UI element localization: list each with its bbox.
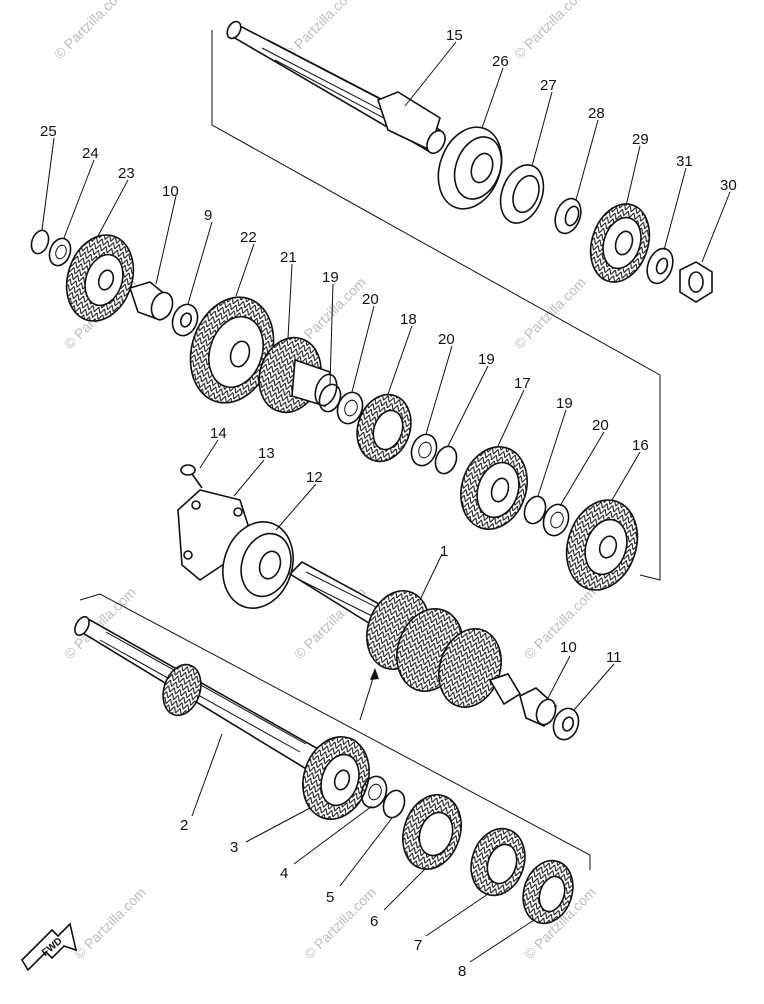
- assembly-bracket-lines: [79, 30, 661, 870]
- gear: [522, 859, 574, 925]
- circlip: [382, 789, 406, 819]
- circlip: [30, 229, 50, 255]
- callout-19: 19: [322, 269, 339, 286]
- main-axle-shaft: [288, 561, 522, 708]
- bushing: [128, 281, 174, 321]
- washer: [171, 303, 199, 337]
- screw: [180, 464, 203, 489]
- callout-14: 14: [210, 425, 227, 442]
- callout-5: 5: [326, 889, 334, 906]
- callout-20: 20: [362, 291, 379, 308]
- nut: [679, 261, 713, 303]
- callout-17: 17: [514, 375, 531, 392]
- gear: [402, 794, 462, 870]
- callout-29: 29: [632, 131, 649, 148]
- callout-8: 8: [458, 963, 466, 980]
- gear: [65, 234, 135, 322]
- callout-18: 18: [400, 311, 417, 328]
- bushing: [519, 687, 558, 728]
- callout-22: 22: [240, 229, 257, 246]
- circlip: [434, 445, 458, 475]
- washer: [410, 433, 438, 467]
- callout-31: 31: [676, 153, 693, 170]
- callout-9: 9: [204, 207, 212, 224]
- watermark: © Partzilla.com: [301, 884, 379, 962]
- drive-axle-shaft: [74, 615, 322, 772]
- washer: [336, 391, 364, 425]
- gear: [460, 446, 528, 530]
- leader-lines: [41, 41, 731, 963]
- circlip: [523, 495, 547, 525]
- gear: [470, 827, 526, 897]
- callout-2: 2: [180, 817, 188, 834]
- collar: [554, 197, 582, 235]
- callout-labels: 1 2 3 4 5 6 7 8 9 10 10 11 12 13 14 15 1…: [40, 27, 737, 980]
- callout-19: 19: [478, 351, 495, 368]
- washer: [48, 237, 72, 267]
- callout-21: 21: [280, 249, 297, 266]
- callout-26: 26: [492, 53, 509, 70]
- callout-11: 11: [606, 649, 622, 666]
- callout-20: 20: [592, 417, 609, 434]
- bearing: [437, 126, 503, 210]
- nut: [552, 707, 580, 741]
- callout-6: 6: [370, 913, 378, 930]
- gear: [356, 393, 412, 463]
- callout-24: 24: [82, 145, 99, 162]
- callout-23: 23: [118, 165, 135, 182]
- washer: [360, 775, 388, 809]
- callout-27: 27: [540, 77, 557, 94]
- watermark: © Partzilla.com: [71, 884, 149, 962]
- callout-13: 13: [258, 445, 275, 462]
- gear: [302, 736, 370, 820]
- watermark: © Partzilla.com: [51, 0, 129, 62]
- callout-10: 10: [162, 183, 179, 200]
- watermark: © Partzilla.com: [511, 0, 589, 62]
- callout-15: 15: [446, 27, 463, 44]
- drive-sprocket: [589, 203, 651, 283]
- lock-washer: [646, 247, 674, 285]
- callout-20: 20: [438, 331, 455, 348]
- gear: [565, 499, 639, 591]
- gear: [189, 296, 275, 404]
- forward-arrow-icon: FWD: [20, 922, 78, 972]
- callout-19: 19: [556, 395, 573, 412]
- callout-25: 25: [40, 123, 57, 140]
- callout-10: 10: [560, 639, 577, 656]
- callout-12: 12: [306, 469, 323, 486]
- output-shaft: [226, 20, 446, 155]
- washer: [542, 503, 570, 537]
- callout-7: 7: [414, 937, 422, 954]
- callout-3: 3: [230, 839, 238, 856]
- callout-28: 28: [588, 105, 605, 122]
- bearing: [222, 521, 294, 609]
- oil-seal: [499, 164, 545, 224]
- callout-30: 30: [720, 177, 737, 194]
- callout-16: 16: [632, 437, 649, 454]
- callout-4: 4: [280, 865, 288, 882]
- callout-1: 1: [440, 543, 448, 560]
